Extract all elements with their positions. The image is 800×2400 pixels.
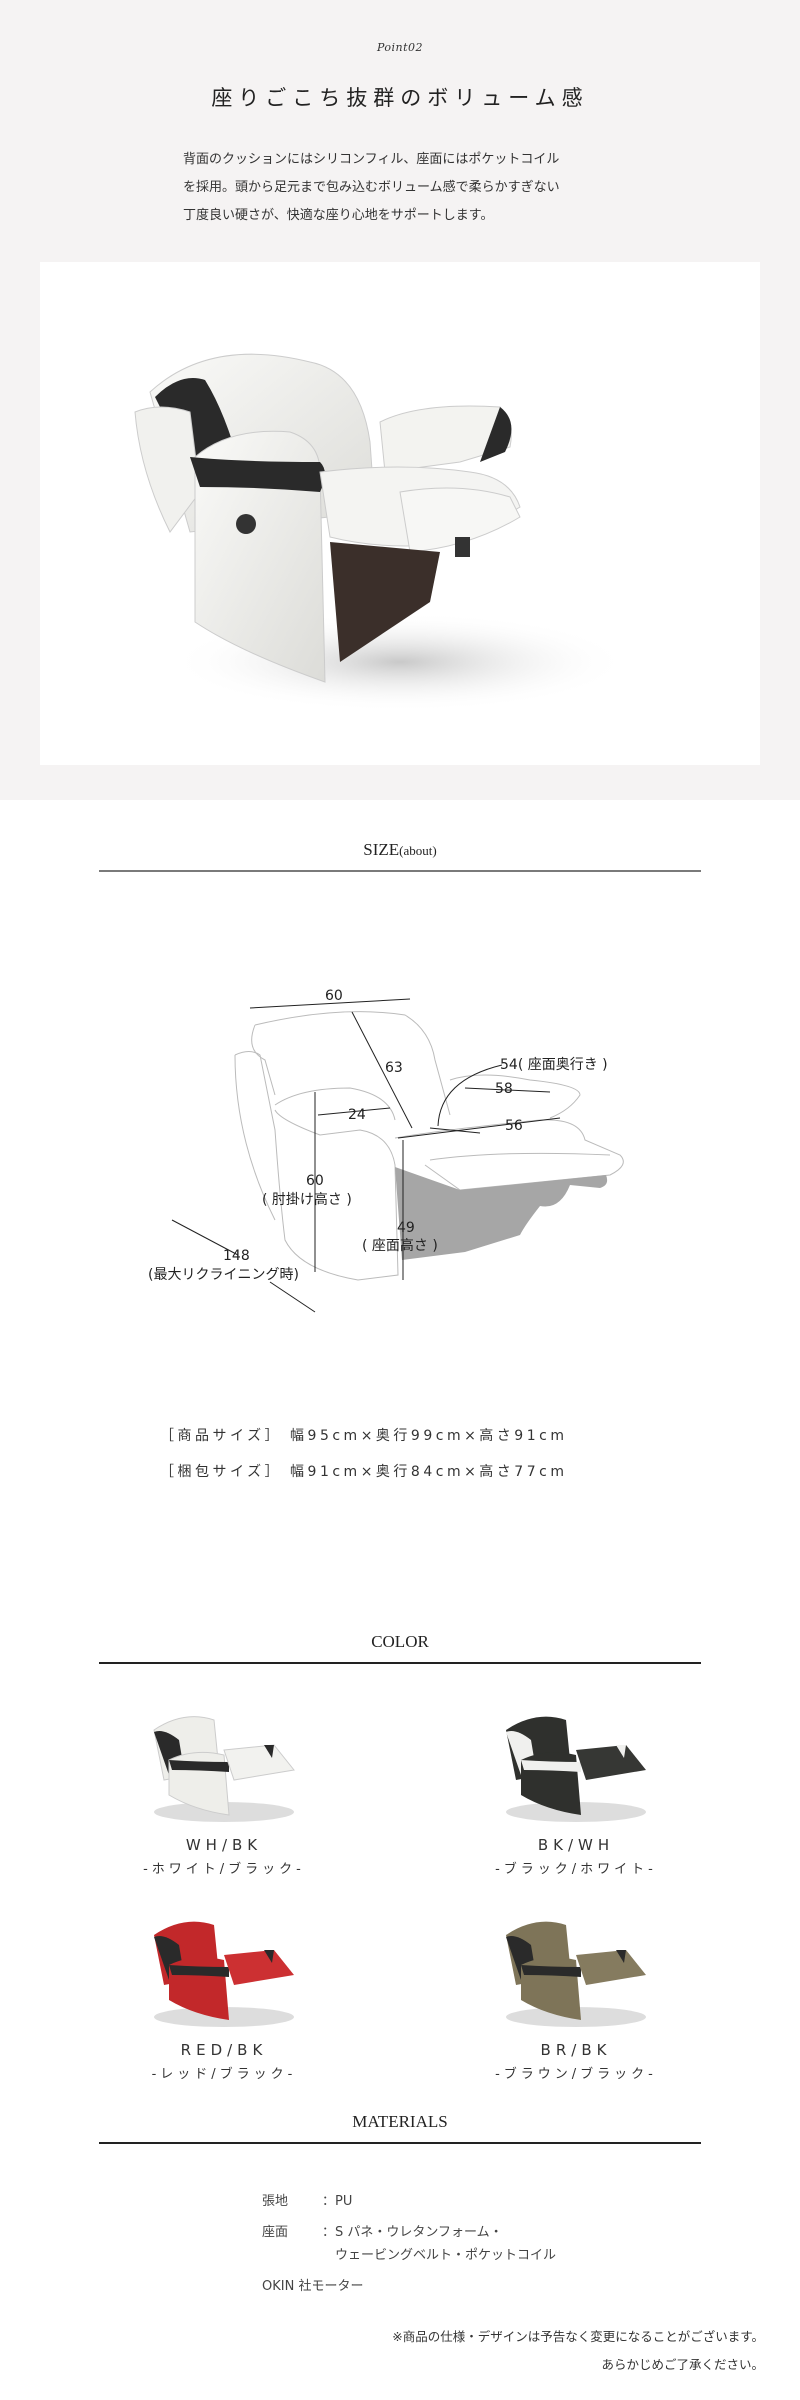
color-name: -レッド/ブラック-: [151, 2067, 297, 2082]
size-diagram: 60 63 54( 座面奥行き ) 58 24 56 60 ( 肘掛け高さ ) …: [140, 970, 640, 1320]
product-size-row: ［商品サイズ］ 幅95cm×奥行99cm×高さ91cm: [160, 1428, 568, 1444]
size-specs: ［商品サイズ］ 幅95cm×奥行99cm×高さ91cm ［梱包サイズ］ 幅91c…: [160, 1418, 567, 1490]
point-label: Point02: [376, 41, 424, 54]
color-name: -ブラック/ホワイト-: [495, 1862, 657, 1877]
dim-seat-depth: 54( 座面奥行き ): [500, 1056, 608, 1073]
dim-arm-width: 24: [348, 1107, 366, 1123]
color-option-red-bk[interactable]: RED/BK -レッド/ブラック-: [99, 1905, 349, 2082]
materials-title: MATERIALS: [352, 2112, 448, 2131]
size-title: SIZE(about): [363, 840, 437, 859]
disclaimer-line: あらかじめご了承ください。: [601, 2357, 764, 2372]
materials-list: 張地 ：PU 座面 ：S パネ・ウレタンフォーム・ ウェービングベルト・ポケット…: [262, 2190, 556, 2306]
material-row-seat: 座面 ：S パネ・ウレタンフォーム・ ウェービングベルト・ポケットコイル: [262, 2225, 557, 2263]
chair-thumbnail-white: [124, 1700, 324, 1830]
dim-max-recline-label: (最大リクライニング時): [148, 1267, 299, 1283]
color-name: -ホワイト/ブラック-: [143, 1862, 305, 1877]
color-option-br-bk[interactable]: BR/BK -ブラウン/ブラック-: [451, 1905, 701, 2082]
color-option-wh-bk[interactable]: WH/BK -ホワイト/ブラック-: [99, 1700, 349, 1877]
hero-section: Point02 座りごこち抜群のボリューム感 背面のクッションにはシリコンフィル…: [0, 0, 800, 800]
dim-seat-width-front: 56: [505, 1118, 523, 1134]
dim-back-height: 63: [385, 1060, 403, 1076]
color-title: COLOR: [371, 1632, 429, 1651]
hero-description: 背面のクッションにはシリコンフィル、座面にはポケットコイル を採用。頭から足元ま…: [183, 146, 653, 230]
color-name: -ブラウン/ブラック-: [495, 2067, 657, 2082]
hero-title: 座りごこち抜群のボリューム感: [211, 86, 589, 110]
hero-product-photo: [40, 262, 760, 765]
disclaimer-line: ※商品の仕様・デザインは予告なく変更になることがございます。: [392, 2329, 764, 2344]
color-code: BR/BK: [540, 2041, 612, 2059]
dim-arm-height-label: ( 肘掛け高さ ): [262, 1191, 352, 1208]
materials-section-header: MATERIALS: [99, 2112, 701, 2144]
dim-arm-height-value: 60: [306, 1173, 324, 1189]
chair-thumbnail-brown: [476, 1905, 676, 2035]
size-section-header: SIZE(about): [99, 840, 701, 872]
dim-seat-width-rear: 58: [495, 1081, 513, 1097]
dim-seat-height-value: 49: [397, 1220, 415, 1236]
color-code: WH/BK: [185, 1836, 263, 1854]
dim-width-back: 60: [325, 988, 343, 1004]
description-line: 丁度良い硬さが、快適な座り心地をサポートします。: [183, 208, 494, 223]
dim-max-recline-value: 148: [223, 1248, 250, 1264]
divider: [99, 2142, 701, 2144]
recliner-chair-image: [134, 353, 630, 712]
dim-seat-height-label: ( 座面高さ ): [362, 1237, 438, 1254]
package-size-row: ［梱包サイズ］ 幅91cm×奥行84cm×高さ77cm: [160, 1464, 568, 1480]
color-section-header: COLOR: [99, 1632, 701, 1664]
color-code: RED/BK: [180, 2041, 268, 2059]
description-line: 背面のクッションにはシリコンフィル、座面にはポケットコイル: [183, 152, 560, 167]
material-row-motor: OKIN 社モーター: [262, 2279, 364, 2294]
divider: [99, 870, 701, 872]
chair-thumbnail-black: [476, 1700, 676, 1830]
disclaimer-notes: ※商品の仕様・デザインは予告なく変更になることがございます。 あらかじめご了承く…: [392, 2323, 764, 2379]
divider: [99, 1662, 701, 1664]
description-line: を採用。頭から足元まで包み込むボリューム感で柔らかすぎない: [183, 180, 560, 195]
color-option-bk-wh[interactable]: BK/WH -ブラック/ホワイト-: [451, 1700, 701, 1877]
material-row-upholstery: 張地 ：PU: [262, 2194, 353, 2209]
color-code: BK/WH: [537, 1836, 615, 1854]
chair-thumbnail-red: [124, 1905, 324, 2035]
